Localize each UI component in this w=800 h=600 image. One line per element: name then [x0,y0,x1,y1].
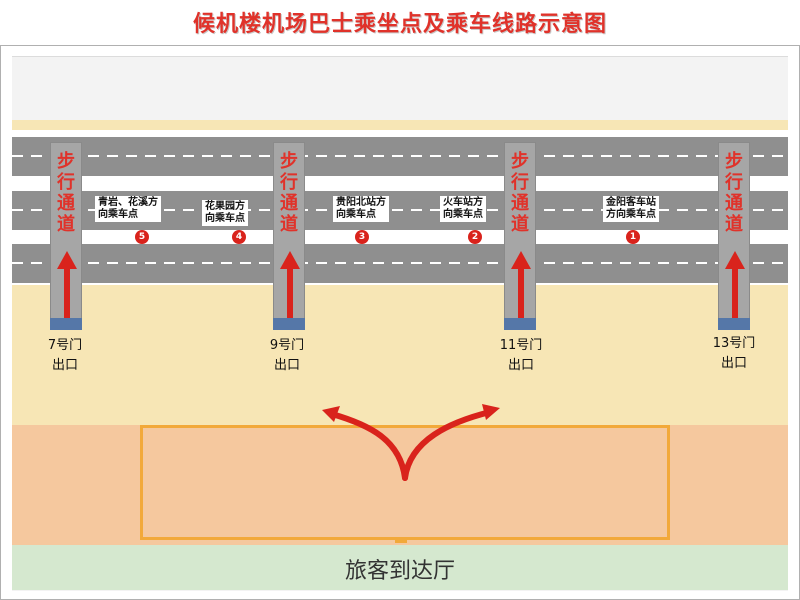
board-line2: 方向乘车点 [606,209,656,220]
split-direction-arrow-icon [322,404,500,481]
up-arrow-icon [725,251,745,321]
exit-text: 出口 [507,358,534,373]
door-marker [273,318,305,330]
walkway-13: 步行通道 [718,142,750,330]
door-number: 11号门 [499,338,543,353]
up-arrow-icon [57,251,77,321]
arrival-hall-label: 旅客到达厅 [344,559,455,584]
stop-marker-2: 2 [468,230,482,244]
stop-marker-5: 5 [135,230,149,244]
board-line1: 火车站方 [443,197,483,208]
board-line1: 花果园方 [205,201,245,212]
board-line2: 向乘车点 [98,209,138,220]
door-number: 9号门 [269,338,305,353]
walkway-label: 步行通道 [57,151,75,235]
walkway-label: 步行通道 [280,151,298,235]
road-lane-3 [12,244,788,283]
exit-text: 出口 [720,356,747,371]
walkway-7: 步行通道 [50,142,82,330]
exit-label-9: 9号门 出口 [262,336,312,376]
stop-marker-4: 4 [232,230,246,244]
boarding-board-4: 花果园方 向乘车点 [202,200,248,226]
up-arrow-icon [511,251,531,321]
stop-marker-1: 1 [626,230,640,244]
door-marker [504,318,536,330]
exit-label-7: 7号门 出口 [40,336,90,376]
walkway-11: 步行通道 [504,142,536,330]
stop-marker-3: 3 [355,230,369,244]
up-arrow-icon [280,251,300,321]
arrival-hall [12,545,788,590]
exit-label-11: 11号门 出口 [493,336,549,376]
door-number: 13号门 [712,336,756,351]
road-lane-1 [12,137,788,176]
board-line1: 金阳客车站 [606,197,656,208]
board-line1: 青岩、花溪方 [98,197,158,208]
exit-text: 出口 [273,358,300,373]
board-line2: 向乘车点 [205,213,245,224]
board-line2: 向乘车点 [336,209,376,220]
boarding-board-1: 金阳客车站 方向乘车点 [603,196,659,222]
exit-label-13: 13号门 出口 [704,334,764,374]
walkway-9: 步行通道 [273,142,305,330]
door-marker [50,318,82,330]
walkway-label: 步行通道 [511,151,529,235]
door-number: 7号门 [47,338,83,353]
board-line1: 贵阳北站方 [336,197,386,208]
walkway-label: 步行通道 [725,151,743,235]
boarding-board-3: 贵阳北站方 向乘车点 [333,196,389,222]
board-line2: 向乘车点 [443,209,483,220]
boarding-board-2: 火车站方 向乘车点 [440,196,486,222]
arrival-entrance-mark [395,538,407,543]
page-title: 候机楼机场巴士乘坐点及乘车线路示意图 [192,12,607,37]
exit-text: 出口 [51,358,78,373]
door-marker [718,318,750,330]
boarding-board-5: 青岩、花溪方 向乘车点 [95,196,161,222]
